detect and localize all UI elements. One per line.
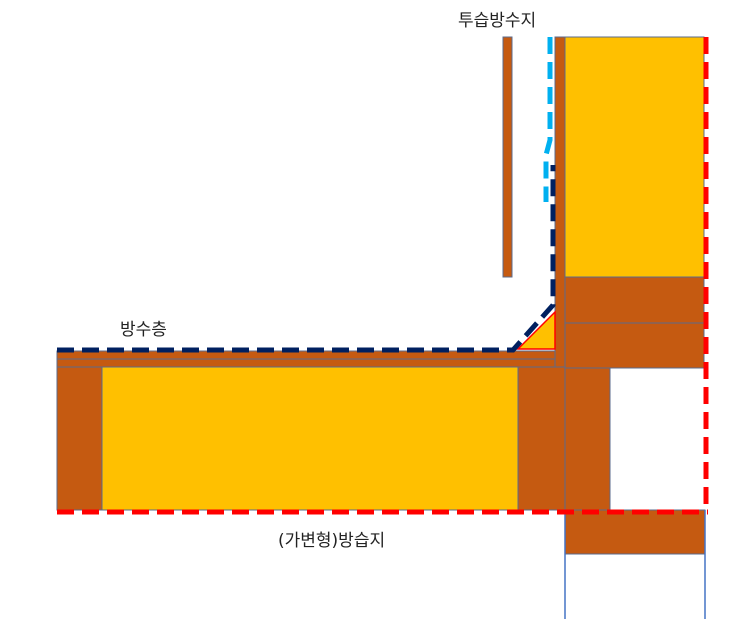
floor-sheathing-2 xyxy=(56,358,556,368)
wall-sheathing xyxy=(554,36,566,369)
membrane-dashed-line xyxy=(543,37,553,202)
waterproof-dashed-line xyxy=(57,165,556,353)
rim-block xyxy=(564,367,611,511)
label-waterproof-layer: 방수층 xyxy=(120,320,167,340)
wall-insulation xyxy=(564,36,705,278)
floor-joist-left xyxy=(56,366,103,511)
floor-insulation xyxy=(101,366,519,511)
wall-top-plate-1 xyxy=(564,276,705,324)
floor-joist-right xyxy=(517,366,566,511)
corner-fillet xyxy=(516,310,556,350)
label-vapor-permeable-membrane: 투습방수지 xyxy=(458,11,537,31)
bottom-plate xyxy=(564,509,706,555)
floor-sheathing-1 xyxy=(56,350,556,360)
membrane-batten xyxy=(502,36,513,278)
label-vapor-retarder: (가변형)방습지 xyxy=(278,531,386,551)
wall-top-plate-2 xyxy=(564,322,705,369)
